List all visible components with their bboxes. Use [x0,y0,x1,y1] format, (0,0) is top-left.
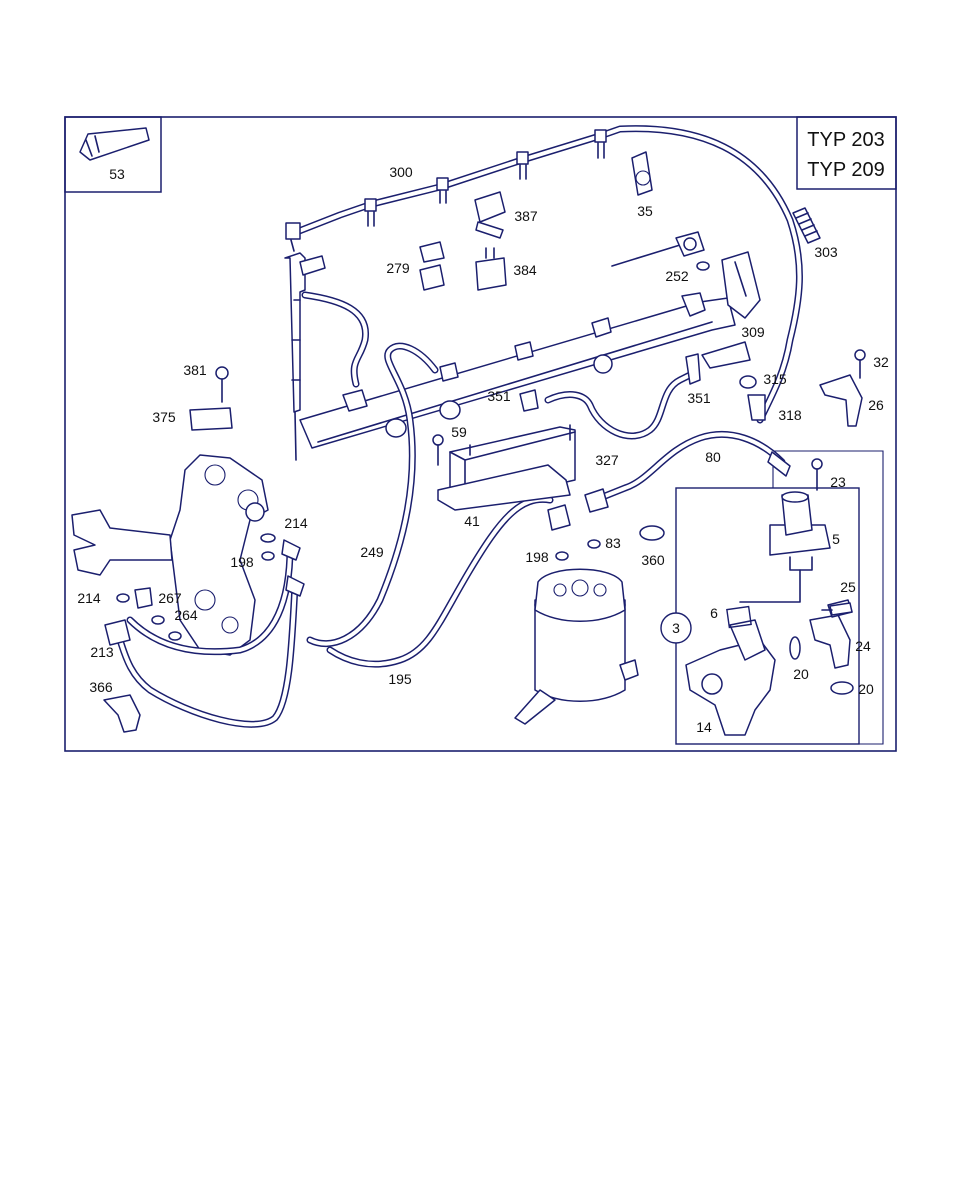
part-labels: 300 387 35 303 279 384 252 309 32 381 31… [77,164,889,735]
label-279: 279 [386,260,410,276]
small-parts [103,151,866,733]
label-366: 366 [89,679,113,695]
label-32: 32 [873,354,889,370]
label-351-a: 351 [487,388,511,404]
pressure-sensor [611,231,710,271]
label-20-a: 20 [793,666,809,682]
leak-off-line [285,125,803,424]
type-line-1: TYP 203 [807,129,884,151]
label-6: 6 [710,605,718,621]
type-line-2: TYP 209 [807,159,884,181]
label-20-b: 20 [858,681,874,697]
type-box: TYP 203 TYP 209 [796,116,897,190]
label-35: 35 [637,203,653,219]
label-384: 384 [513,262,537,278]
injector [284,252,369,461]
fuel-filter [514,568,639,725]
label-80: 80 [705,449,721,465]
label-25: 25 [840,579,856,595]
label-198-a: 198 [230,554,254,570]
callout-circle-3 [660,612,692,644]
label-303: 303 [814,244,838,260]
label-315: 315 [763,371,787,387]
label-195: 195 [388,671,412,687]
label-360: 360 [641,552,665,568]
label-264: 264 [174,607,198,623]
label-83: 83 [605,535,621,551]
label-309: 309 [741,324,765,340]
filter-housing-14 [685,605,776,736]
label-41: 41 [464,513,480,529]
label-53: 53 [109,166,125,182]
label-300: 300 [389,164,413,180]
label-23: 23 [830,474,846,490]
label-59: 59 [451,424,467,440]
fuel-rail [299,251,761,449]
label-5: 5 [832,531,840,547]
label-213: 213 [90,644,114,660]
label-24: 24 [855,638,871,654]
label-351-b: 351 [687,390,711,406]
fuel-filter-heater-41 [437,424,576,511]
inset-box-53: 53 [64,116,162,193]
label-387: 387 [514,208,538,224]
label-318: 318 [778,407,802,423]
label-214-a: 214 [284,515,308,531]
label-198-b: 198 [525,549,549,565]
label-214-b: 214 [77,590,101,606]
label-252: 252 [665,268,689,284]
label-381: 381 [183,362,207,378]
diagram-frame [64,116,897,752]
thermostat-valve [739,491,831,603]
label-327: 327 [595,452,619,468]
label-375: 375 [152,409,176,425]
callout-3-label: 3 [672,620,680,636]
label-26: 26 [868,397,884,413]
fuel-line-195 [326,495,554,668]
label-267: 267 [158,590,182,606]
high-pressure-pump [71,454,269,656]
label-14: 14 [696,719,712,735]
label-249: 249 [360,544,384,560]
